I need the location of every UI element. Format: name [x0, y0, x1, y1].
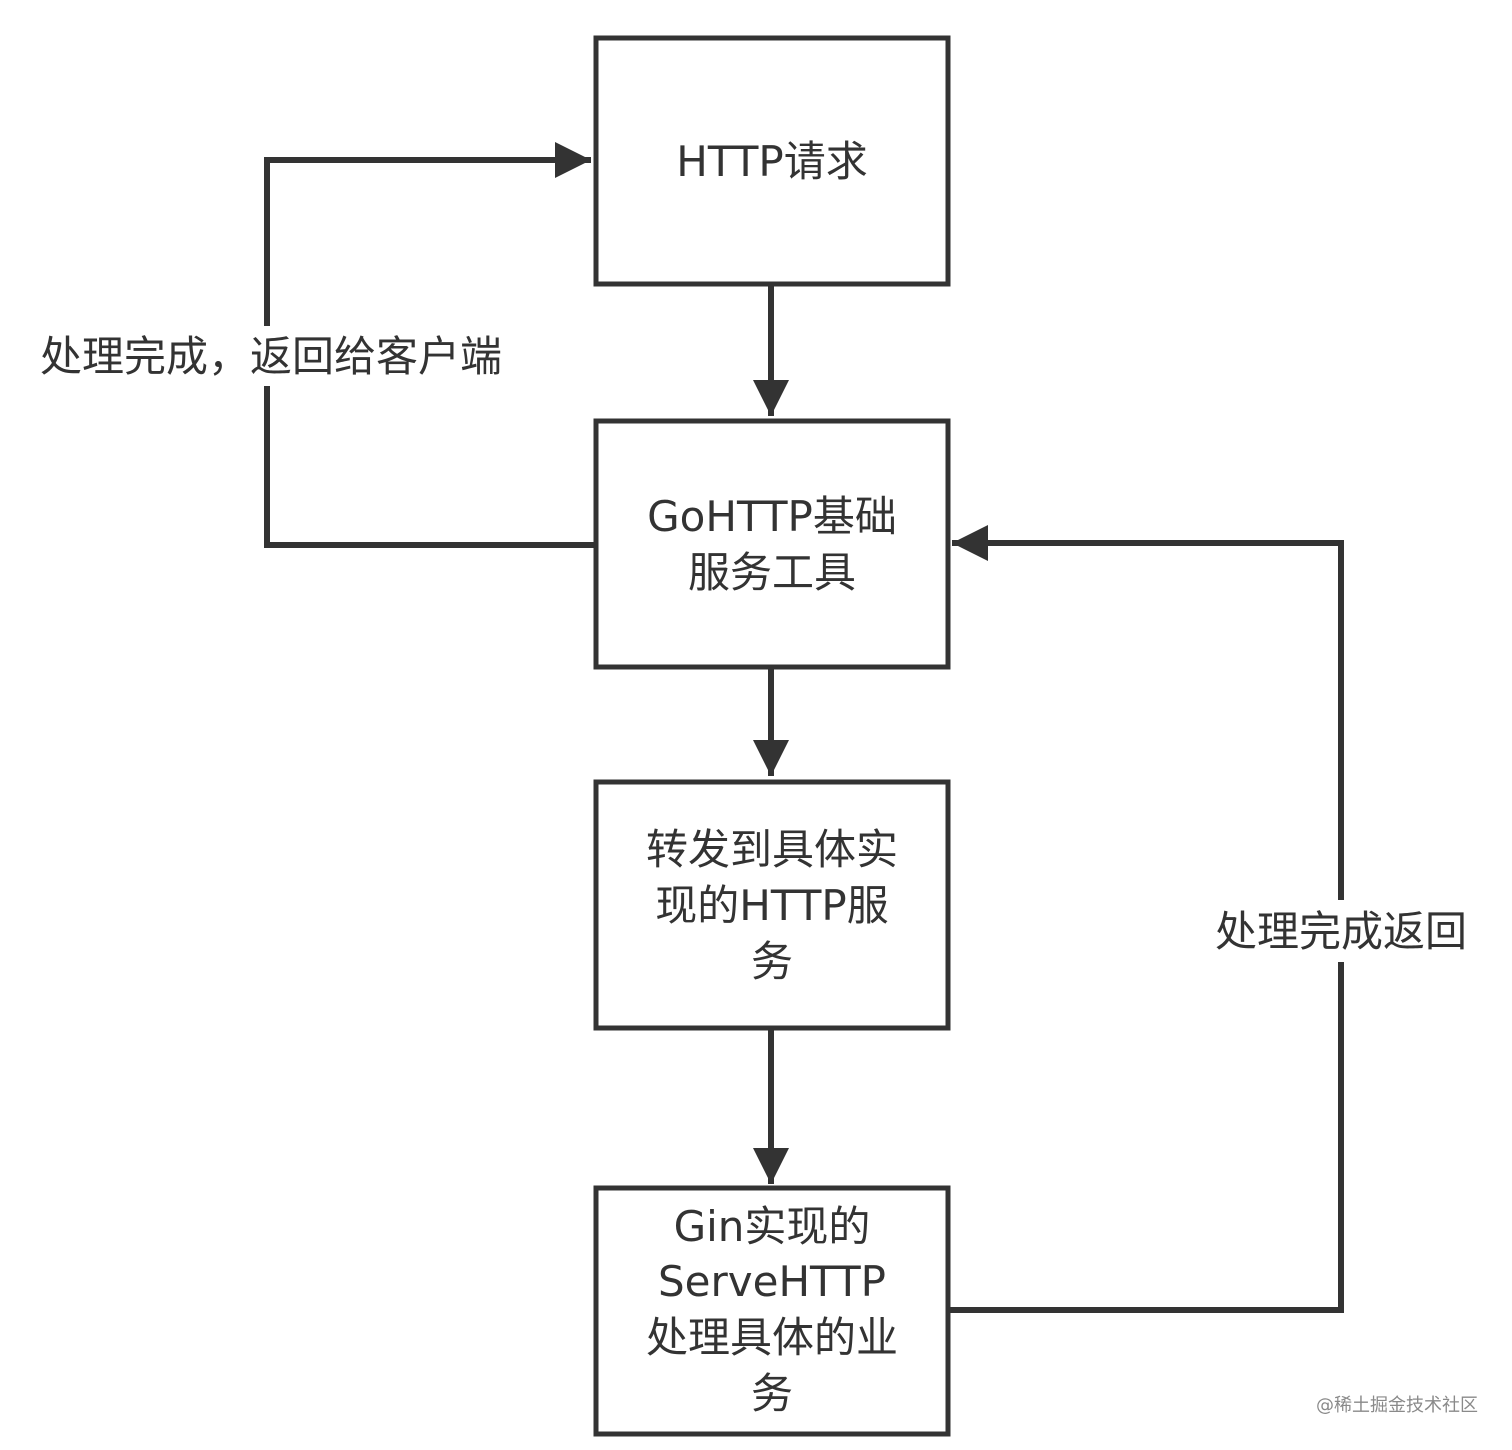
watermark: @稀土掘金技术社区	[1316, 1395, 1478, 1416]
node-gin-servehttp-line-2: ServeHTTP	[658, 1257, 886, 1306]
node-http-request-line-1: HTTP请求	[676, 137, 867, 186]
edge-label-bg-left	[16, 326, 526, 386]
node-gin-servehttp-line-1: Gin实现的	[674, 1202, 871, 1251]
node-gin-servehttp-line-3: 处理具体的业	[646, 1313, 898, 1362]
node-go-http-base: GoHTTP基础 服务工具	[593, 418, 951, 670]
node-go-http-base-line-1: GoHTTP基础	[647, 492, 897, 541]
node-forward-to-impl: 转发到具体实 现的HTTP服 务	[593, 779, 951, 1031]
edge-label-return-to-client: 处理完成，返回给客户端	[40, 332, 502, 381]
node-gin-servehttp-line-4: 务	[751, 1369, 793, 1418]
node-go-http-base-line-2: 服务工具	[688, 548, 856, 597]
node-http-request: HTTP请求	[593, 35, 951, 287]
edge-label-bg-right	[1203, 900, 1479, 962]
node-forward-to-impl-line-1: 转发到具体实	[646, 825, 898, 874]
edge-label-return: 处理完成返回	[1215, 907, 1467, 956]
node-forward-to-impl-line-2: 现的HTTP服	[655, 881, 888, 930]
node-forward-to-impl-line-3: 务	[751, 937, 793, 986]
node-gin-servehttp: Gin实现的 ServeHTTP 处理具体的业 务	[593, 1185, 951, 1437]
